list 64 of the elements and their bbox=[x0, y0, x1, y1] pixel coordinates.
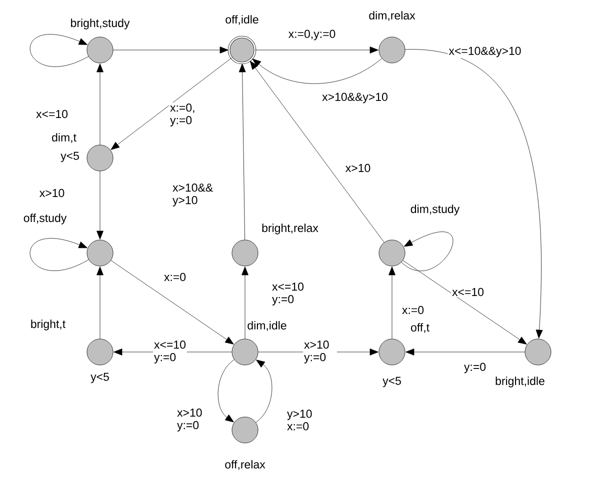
arrow bbox=[30, 34, 89, 67]
state-circle bbox=[86, 338, 114, 366]
edge-label: x:=0 bbox=[400, 304, 426, 316]
state-circle bbox=[378, 36, 406, 64]
state-label: off,idle bbox=[226, 15, 258, 25]
arrow bbox=[238, 64, 246, 240]
edge-label: x:=0, y:=0 bbox=[169, 102, 201, 128]
edge-label: x<=10 y:=0 bbox=[271, 282, 304, 306]
edge-label: x:=0,y:=0 bbox=[287, 28, 337, 42]
edge-label: x<=10&&y>10 bbox=[448, 46, 522, 58]
arrow bbox=[252, 58, 382, 84]
state-circle bbox=[232, 416, 258, 444]
state-circle bbox=[232, 338, 258, 366]
edge-label: y>10 x:=0 bbox=[286, 408, 314, 432]
state-label: bright,study bbox=[71, 18, 130, 30]
state-label: dim,study bbox=[410, 204, 460, 216]
arrow bbox=[388, 266, 396, 339]
state-label: bright,t bbox=[31, 320, 66, 330]
edge-label: x>10&& y>10 bbox=[172, 182, 218, 208]
arrow bbox=[255, 46, 378, 54]
state-label: bright,idle bbox=[496, 376, 544, 388]
edge-label: x>10&&y>10 bbox=[321, 92, 389, 104]
state-label: bright,relax bbox=[262, 224, 318, 234]
state-circle bbox=[232, 240, 258, 266]
edge-label: x>10 bbox=[344, 162, 372, 174]
edge-label: x<=10 bbox=[35, 108, 69, 120]
arrow bbox=[96, 266, 104, 339]
edge-label: x>10 y:=0 bbox=[303, 340, 337, 364]
state-label: off,relax bbox=[225, 460, 266, 470]
edge-label: x>10 bbox=[38, 188, 66, 198]
edge-label: x<=10 bbox=[451, 286, 485, 298]
state-label: dim,relax bbox=[369, 11, 416, 21]
edge-label: x<=10 y:=0 bbox=[153, 340, 187, 364]
arrow bbox=[218, 359, 234, 422]
state-circle bbox=[86, 36, 114, 64]
state-label: off,t bbox=[411, 323, 430, 333]
state-label: y<5 bbox=[60, 152, 79, 162]
state-label: dim,t bbox=[52, 133, 76, 143]
state-label: y<5 bbox=[90, 372, 109, 384]
arrow bbox=[242, 266, 248, 339]
arrow bbox=[256, 360, 272, 423]
arrow bbox=[110, 260, 234, 344]
arrow bbox=[96, 64, 104, 145]
arrow bbox=[402, 260, 527, 344]
arrow bbox=[404, 49, 543, 338]
arrow bbox=[30, 238, 89, 271]
state-circle bbox=[378, 240, 406, 266]
arrow bbox=[110, 58, 232, 150]
state-circle bbox=[378, 338, 406, 366]
edge-label: x>10 y:=0 bbox=[176, 408, 204, 432]
state-circle bbox=[86, 240, 114, 266]
state-label: y<5 bbox=[382, 376, 401, 388]
state-circle bbox=[524, 338, 552, 366]
arrow bbox=[96, 171, 104, 240]
edge-label: x:=0 bbox=[162, 272, 188, 282]
state-circle bbox=[228, 36, 256, 64]
state-label: off,study bbox=[24, 214, 67, 224]
arrow bbox=[406, 348, 525, 356]
edge-label: y:=0 bbox=[462, 362, 488, 374]
arrow bbox=[113, 46, 228, 54]
arrow bbox=[401, 232, 453, 272]
state-circle bbox=[86, 144, 114, 172]
arrow bbox=[250, 60, 384, 243]
state-label: dim,idle bbox=[248, 321, 286, 331]
